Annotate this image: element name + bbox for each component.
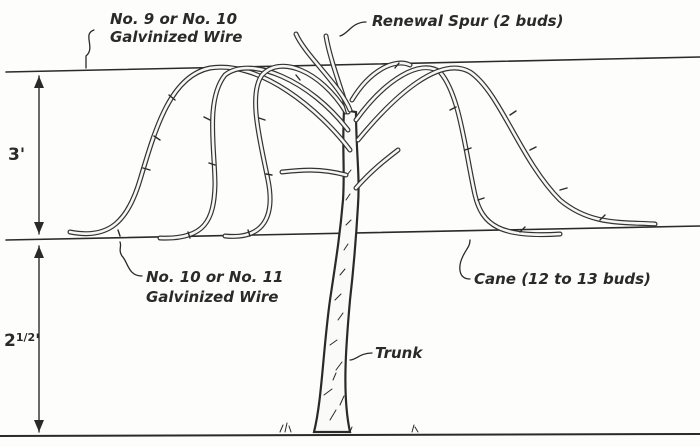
upper-dimension-label: 3' <box>8 145 25 165</box>
top-wire <box>6 57 700 72</box>
top-wire-label-line1: No. 9 or No. 10 <box>110 10 237 28</box>
bottom-wire-label-line1: No. 10 or No. 11 <box>146 268 283 286</box>
lower-dimension-whole: 2 <box>4 331 16 351</box>
lower-dimension-unit: ' <box>35 331 40 351</box>
trunk <box>314 110 359 432</box>
trunk-label: Trunk <box>375 344 423 362</box>
top-wire-label-line2: Galvinized Wire <box>110 28 242 46</box>
lower-dimension-fraction: 1/2 <box>16 331 35 344</box>
bottom-wire-label-line2: Galvinized Wire <box>146 288 278 306</box>
lower-dimension-label: 21/2' <box>4 331 40 351</box>
renewal-spur-label: Renewal Spur (2 buds) <box>372 12 563 30</box>
cane-label: Cane (12 to 13 buds) <box>474 270 651 288</box>
dimension-upper <box>34 76 44 234</box>
